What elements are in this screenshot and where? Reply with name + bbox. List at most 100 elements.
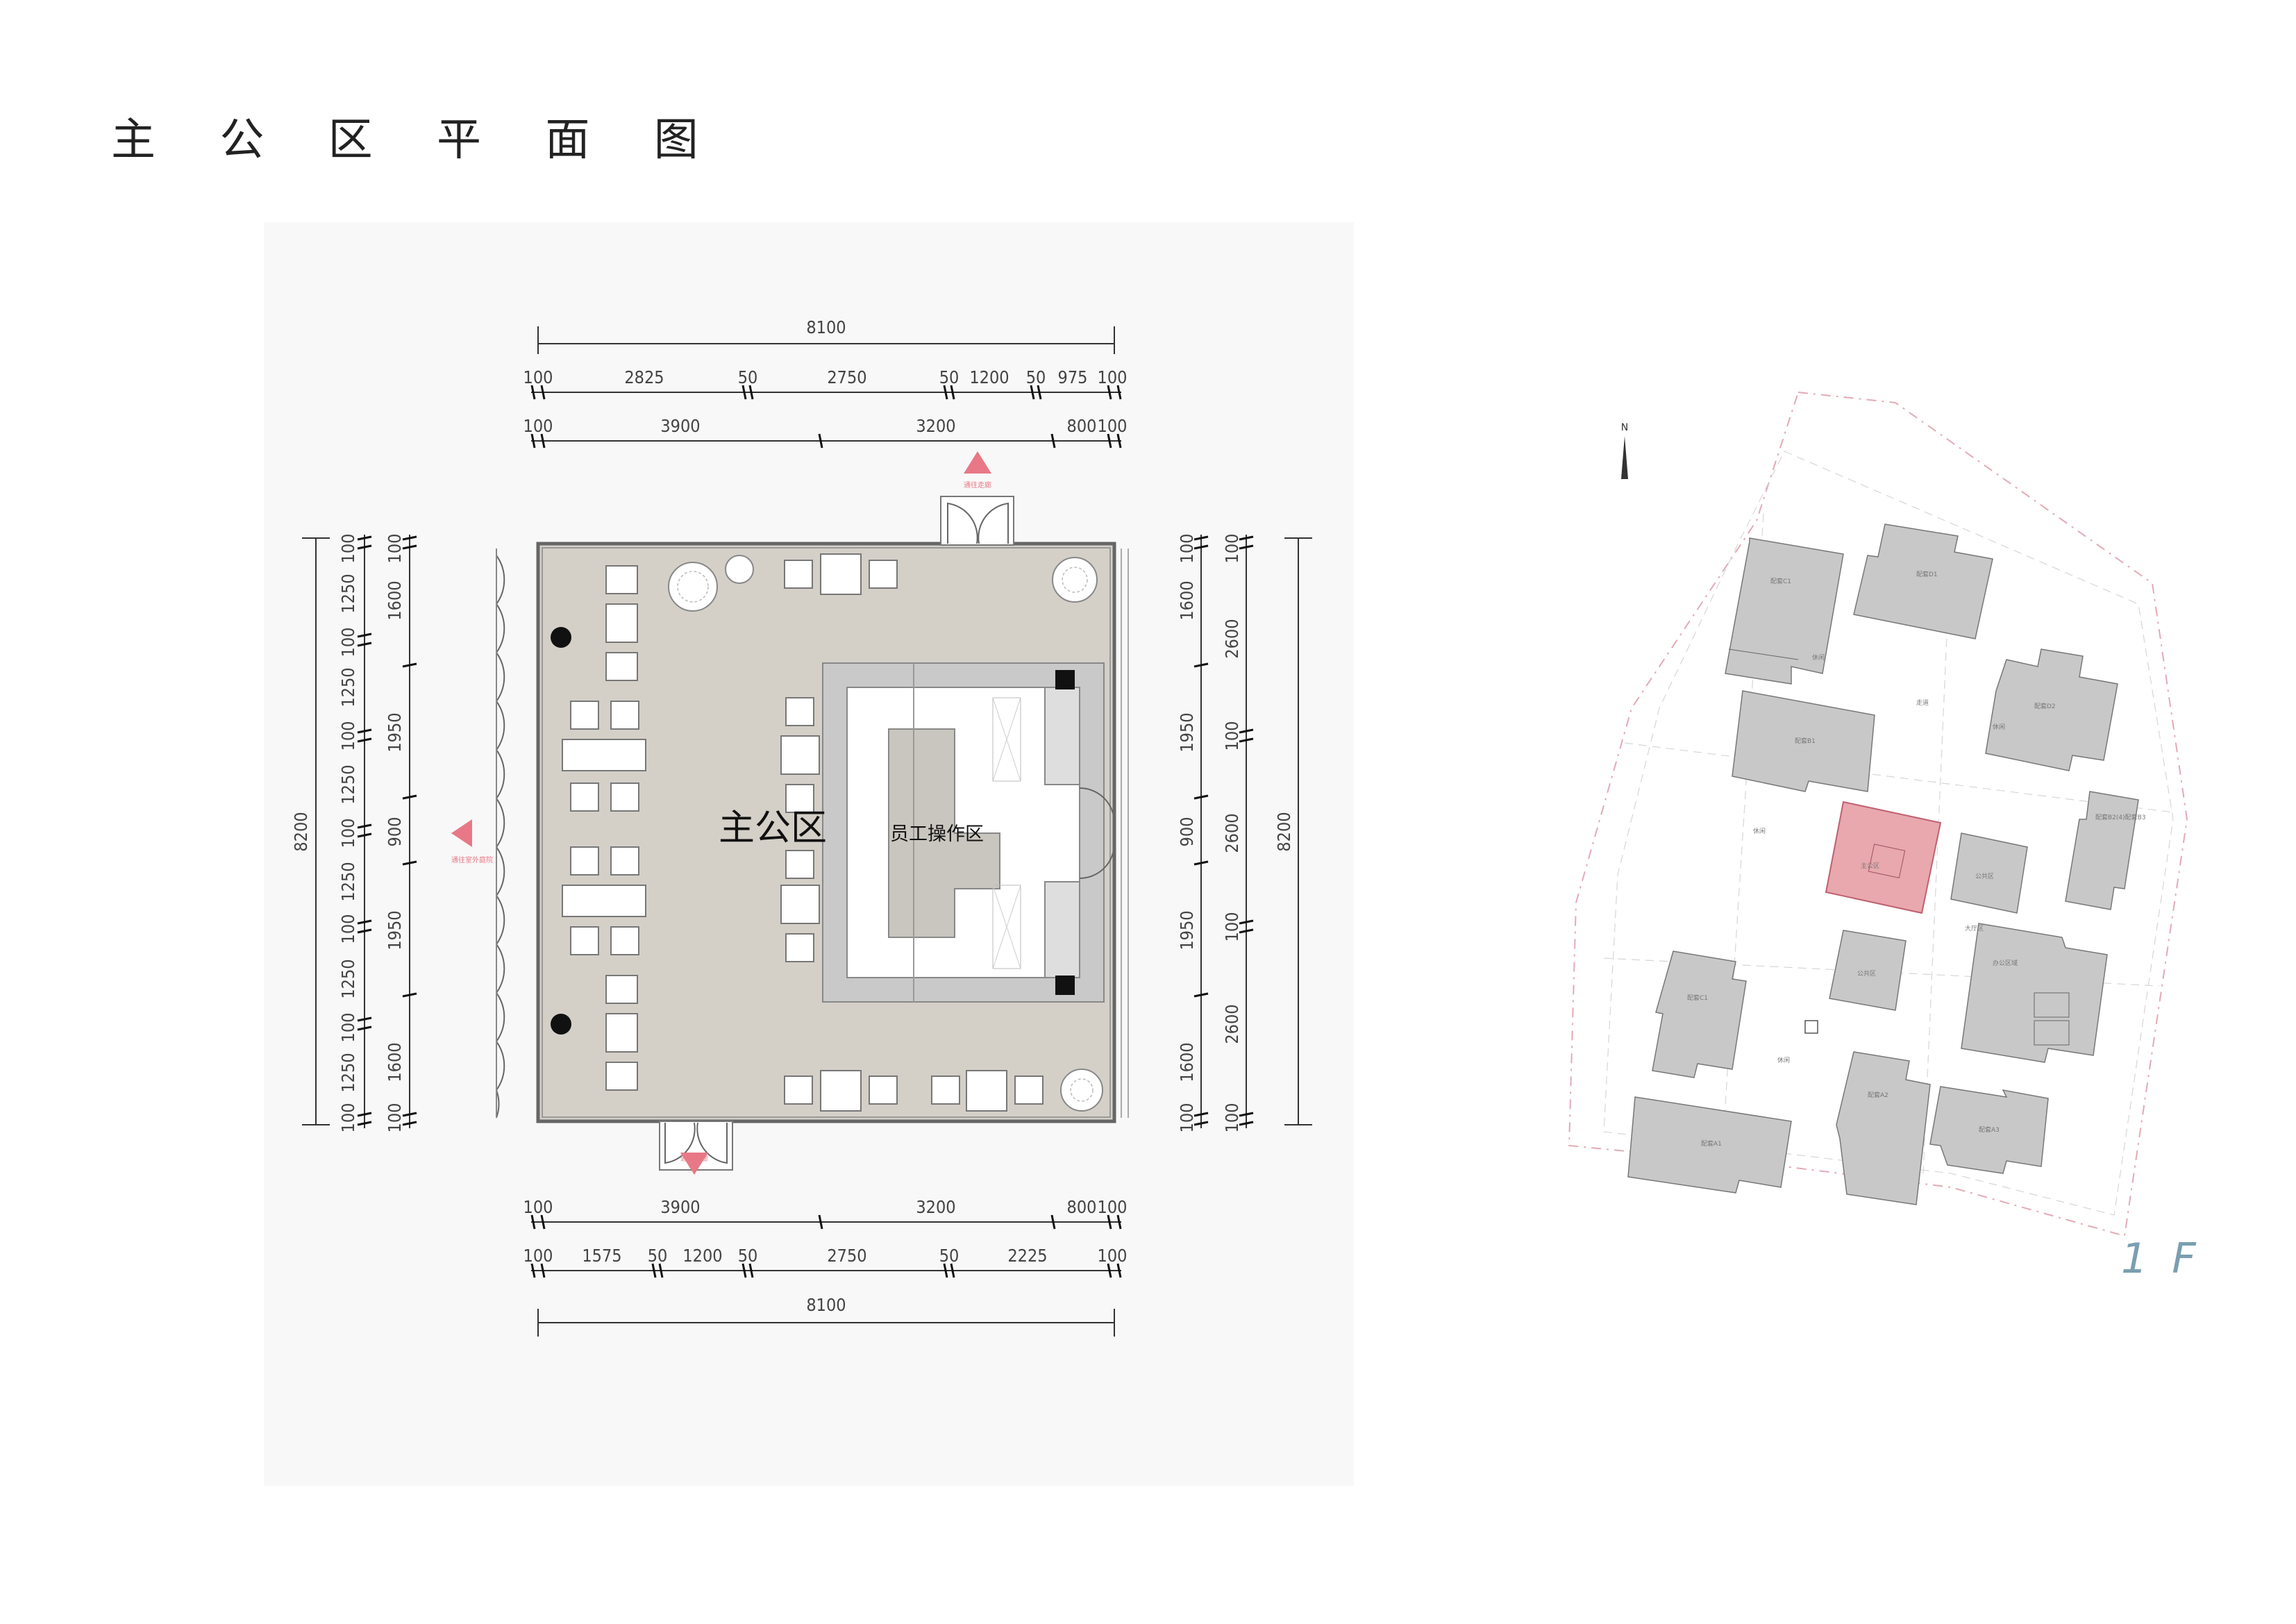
dim-label: 100 (1222, 1103, 1242, 1133)
svg-text:配套B1: 配套B1 (1795, 737, 1816, 745)
dim-label: 100 (385, 534, 405, 564)
dim-label: 100 (338, 1103, 358, 1133)
dim-label: 1250 (338, 764, 358, 804)
dim-label: 100 (523, 367, 553, 387)
north-label: N (1621, 422, 1628, 433)
dim-label: 1575 (582, 1246, 621, 1266)
dim-label: 2600 (1222, 1004, 1242, 1044)
svg-text:配套A3: 配套A3 (1979, 1125, 2000, 1134)
svg-text:配套D2: 配套D2 (2034, 702, 2056, 710)
staff-area-label: 员工操作区 (890, 823, 984, 845)
building-block: 配套D1 (1853, 524, 1993, 639)
site-plan-panel: N 配套C1 配套D1 配套D2 配套B1 配套B2(4)配套B3 主公区 (1562, 375, 2201, 1298)
dim-label: 1250 (338, 1053, 358, 1092)
arrow-label: 通往室外庭院 (451, 855, 493, 864)
dim-label: 100 (385, 1103, 405, 1133)
svg-text:配套D1: 配套D1 (1916, 570, 1938, 578)
svg-text:主公区: 主公区 (1861, 862, 1879, 870)
building-block: 配套C1 (1652, 951, 1747, 1078)
dim-label: 1600 (1177, 1042, 1197, 1082)
dim-bottom-total: 8100 (806, 1295, 846, 1315)
svg-text:配套C1: 配套C1 (1687, 994, 1708, 1002)
building-block: 公共区 (1829, 930, 1907, 1011)
dim-label: 100 (1098, 367, 1128, 387)
dim-label: 975 (1058, 367, 1088, 387)
dim-top-total: 8100 (806, 317, 846, 337)
floor-plan-panel: 8100 100 2825 50 2750 50 1200 50 975 100… (264, 222, 1354, 1486)
plant-icon (1060, 1069, 1103, 1112)
dim-left-total: 8200 (291, 812, 311, 851)
building-block: 配套A1 (1627, 1096, 1792, 1194)
dim-label: 2225 (1007, 1246, 1047, 1266)
desk-row-top (784, 553, 898, 595)
desk-cluster-left (562, 565, 646, 1091)
dim-label: 100 (1098, 416, 1128, 436)
dim-label: 50 (738, 367, 758, 387)
dim-label: 100 (338, 914, 358, 944)
building-block: 公共区 (1950, 832, 2028, 914)
column (551, 627, 571, 648)
arrow-left-to-courtyard: 通往室外庭院 (451, 819, 493, 864)
dim-label: 100 (338, 534, 358, 564)
svg-text:大厅区: 大厅区 (1965, 924, 1984, 932)
dim-label: 100 (1222, 721, 1242, 751)
dim-label: 2750 (827, 367, 866, 387)
svg-text:走道: 走道 (1916, 698, 1929, 707)
column (551, 1014, 571, 1035)
dim-label: 1600 (1177, 580, 1197, 620)
dim-label: 2825 (624, 367, 664, 387)
dim-label: 1600 (385, 1042, 405, 1082)
svg-text:配套C1: 配套C1 (1770, 577, 1791, 585)
site-plan-drawing: N 配套C1 配套D1 配套D2 配套B1 配套B2(4)配套B3 主公区 (1568, 391, 2188, 1237)
dim-label: 100 (1098, 1197, 1128, 1217)
svg-text:配套A2: 配套A2 (1868, 1091, 1888, 1099)
dim-label: 50 (939, 1246, 960, 1266)
dim-label: 1950 (1177, 712, 1197, 752)
dim-label: 100 (1177, 1103, 1197, 1133)
svg-text:公共区: 公共区 (1975, 873, 1994, 880)
staff-counter (822, 662, 1115, 1003)
dim-label: 3200 (916, 416, 955, 436)
dim-label: 3900 (660, 416, 700, 436)
floor-plan-drawing: 8100 100 2825 50 2750 50 1200 50 975 100… (291, 317, 1312, 1337)
arrow-bottom-to-corridor: 通往走廊 (680, 1153, 708, 1175)
dim-label: 1950 (1177, 910, 1197, 950)
dim-label: 1250 (338, 959, 358, 998)
dim-label: 1250 (338, 667, 358, 707)
dim-label: 50 (1026, 367, 1046, 387)
svg-text:配套A1: 配套A1 (1701, 1139, 1722, 1148)
floor-label: 1 F (2121, 1234, 2202, 1283)
dim-label: 1600 (385, 580, 405, 620)
dim-label: 2600 (1222, 813, 1242, 853)
plant-icon (668, 562, 718, 612)
building-block: 配套A2 (1836, 1051, 1931, 1205)
dim-label: 1200 (969, 367, 1009, 387)
left-swing-doors (496, 549, 505, 1119)
top-dimensions: 8100 100 2825 50 2750 50 1200 50 975 100… (523, 317, 1128, 449)
dim-label: 50 (648, 1246, 668, 1266)
dim-label: 100 (338, 628, 358, 658)
right-dimensions: 100 1600 1950 900 1950 1600 100 100 2600… (1177, 534, 1312, 1133)
dim-label: 100 (1098, 1246, 1128, 1266)
main-office-label: 主公区 (719, 807, 827, 849)
svg-text:办公区域: 办公区域 (1993, 959, 2018, 967)
building-block: 配套D2 (1985, 648, 2118, 771)
desk-cluster-center (780, 697, 820, 962)
dim-label: 100 (338, 1013, 358, 1043)
bottom-dimensions: 100 3900 3200 800 100 100 1575 50 1200 5… (523, 1197, 1128, 1337)
dim-label: 3900 (660, 1197, 700, 1217)
svg-text:休闲: 休闲 (1753, 827, 1766, 835)
dim-label: 2750 (827, 1246, 866, 1266)
dim-label: 100 (523, 1197, 553, 1217)
building-block: 配套C1 (1725, 537, 1844, 685)
dim-label: 1250 (338, 574, 358, 613)
plant-icon (1052, 557, 1098, 603)
svg-text:休闲: 休闲 (1993, 723, 2005, 731)
dim-label: 50 (738, 1246, 758, 1266)
dim-label: 100 (338, 819, 358, 848)
left-dimensions: 8200 100 1250 100 1250 100 1250 100 1250… (291, 534, 417, 1133)
svg-text:休闲: 休闲 (1812, 653, 1825, 662)
dim-label: 800 (1067, 416, 1097, 436)
dim-label: 1950 (385, 712, 405, 752)
building-block: 办公区域 (1961, 923, 2108, 1063)
